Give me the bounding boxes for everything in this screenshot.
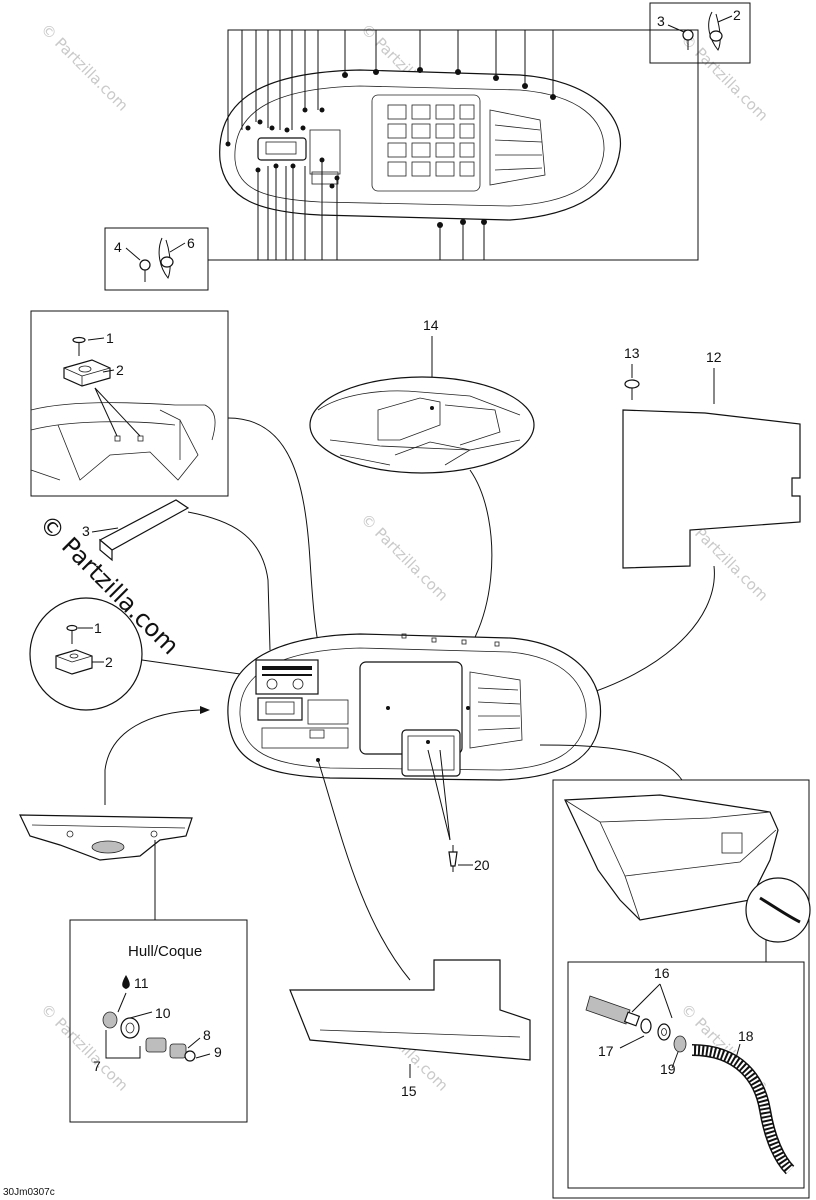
drop-icon [122, 975, 130, 989]
callout-2: 2 [105, 654, 113, 670]
callout-12: 12 [706, 349, 722, 365]
callout-10: 10 [155, 1005, 171, 1021]
callout-19: 19 [660, 1061, 676, 1077]
callout-7: 7 [93, 1058, 101, 1074]
callout-15: 15 [401, 1083, 417, 1099]
screw-icon [624, 379, 640, 400]
callout-6: 6 [187, 235, 195, 251]
callout-8: 8 [203, 1027, 211, 1043]
callout-11: 11 [134, 975, 149, 991]
clip-box-left [104, 227, 209, 291]
pad-icon [55, 649, 93, 675]
callout-18: 18 [738, 1028, 754, 1044]
pin-icon [448, 845, 458, 872]
callout-3: 3 [82, 523, 90, 539]
callout-16: 16 [654, 965, 670, 981]
watermark: © Partzilla.com [37, 20, 132, 115]
callout-4: 4 [114, 239, 122, 255]
inset-circle-pad: 1 2 [29, 597, 269, 711]
rear-panel: 13 12 [467, 345, 801, 709]
callout-14: 14 [423, 317, 439, 333]
hull-label: Hull/Coque [128, 943, 202, 960]
main-hull-view: 20 [104, 633, 683, 981]
drain-fitting-icon [585, 995, 687, 1053]
callout-2: 2 [116, 362, 124, 378]
callout-17: 17 [598, 1043, 614, 1059]
cable-tie-icon [708, 11, 723, 51]
callout-3: 3 [657, 13, 665, 29]
watermark: © Partzilla.com [37, 1000, 132, 1095]
screw-icon [66, 624, 78, 644]
screw-icon [682, 29, 694, 50]
foam-strip: 3 [82, 499, 271, 651]
diagram-code: 30Jm0307c [3, 1187, 55, 1198]
inset-rear-deck: 1 2 [30, 310, 354, 713]
watermark: © Partzilla.com [677, 30, 772, 125]
watermark: © Partzilla.com [357, 510, 452, 605]
screw-icon [139, 259, 151, 282]
pad-icon [63, 359, 111, 387]
cable-tie-icon [158, 237, 174, 279]
bottom-panel: 15 [289, 959, 531, 1099]
storage-drain-box: 16 17 19 18 [552, 779, 811, 1199]
callout-9: 9 [214, 1044, 222, 1060]
callout-13: 13 [624, 345, 640, 361]
top-hull-view: 3 2 4 6 [104, 2, 751, 291]
callout-20: 20 [474, 857, 490, 873]
screw-icon [72, 336, 86, 356]
hull-fitting-view: Hull/Coque 11 10 8 9 7 [19, 814, 248, 1123]
callout-1: 1 [106, 330, 114, 346]
clip-box-top [649, 2, 751, 64]
callout-1: 1 [94, 620, 102, 636]
callout-2: 2 [733, 7, 741, 23]
